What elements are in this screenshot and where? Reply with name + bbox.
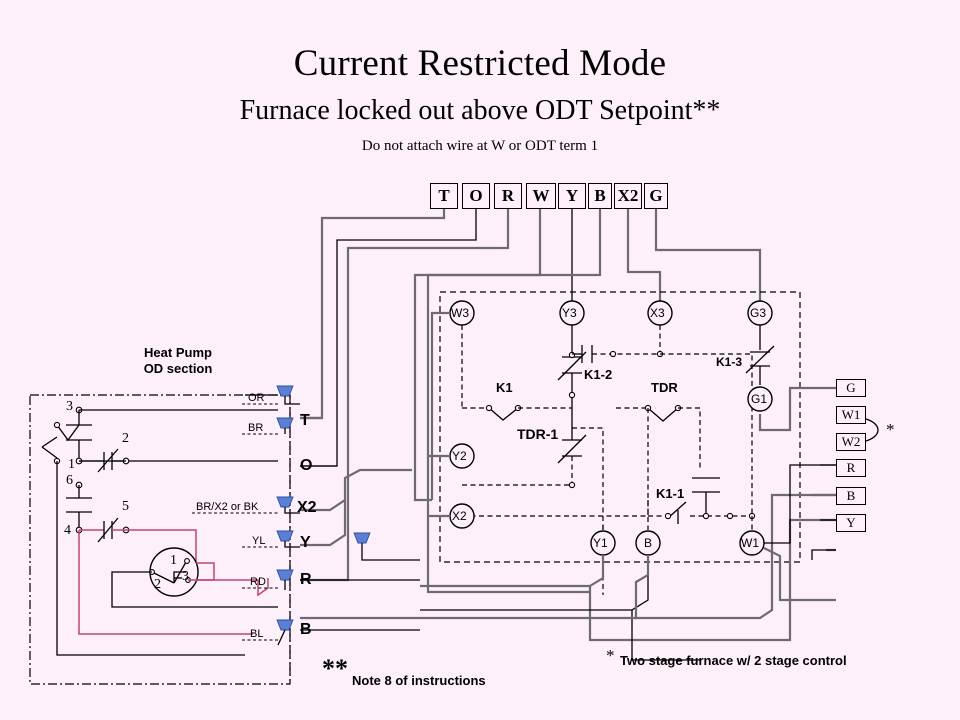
- hp-terminal-t[interactable]: T: [300, 412, 310, 429]
- furnace-terminal-b[interactable]: B: [836, 487, 866, 505]
- wire-label-or: OR: [248, 392, 265, 404]
- hp-terminal-y[interactable]: Y: [300, 534, 311, 551]
- board-terminal-y3[interactable]: Y3: [562, 306, 577, 320]
- thermostat-terminal-o[interactable]: O: [462, 183, 490, 209]
- board-terminal-x2[interactable]: X2: [452, 509, 467, 523]
- plug-pin-2: 2: [154, 577, 161, 592]
- board-terminal-w1[interactable]: W1: [741, 536, 759, 550]
- furnace-terminal-w2[interactable]: W2: [836, 433, 866, 451]
- relay-label-k1-3: K1-3: [716, 355, 743, 369]
- board-terminal-g1[interactable]: G1: [751, 392, 768, 406]
- relay-label-tdr: TDR: [651, 380, 678, 395]
- page-subtitle: Furnace locked out above ODT Setpoint**: [239, 95, 721, 126]
- wire-label-br: BR: [248, 422, 264, 434]
- wire-label-br-x2-or-bk: BR/X2 or BK: [196, 501, 259, 513]
- thermostat-terminal-t[interactable]: T: [430, 183, 458, 209]
- wire-label-yl: YL: [252, 535, 266, 547]
- thermostat-terminal-r[interactable]: R: [494, 183, 522, 209]
- furnace-terminal-y[interactable]: Y: [836, 514, 866, 532]
- furnace-jumper-star-marker: *: [886, 420, 895, 439]
- furnace-terminal-g[interactable]: G: [836, 379, 866, 397]
- relay-label-k1-2: K1-2: [584, 367, 613, 382]
- plug-pin-3: 3: [182, 569, 189, 584]
- hp-contact-number-5: 5: [122, 499, 129, 514]
- thermostat-terminal-x2[interactable]: X2: [614, 183, 642, 209]
- plug-pin-1: 1: [170, 553, 177, 568]
- hp-terminal-o[interactable]: O: [300, 457, 313, 474]
- heat-pump-section-label-line2: OD section: [143, 361, 213, 376]
- relay-label-k1-1: K1-1: [656, 486, 685, 501]
- board-terminal-b[interactable]: B: [644, 536, 653, 550]
- hp-contact-number-6: 6: [66, 473, 73, 488]
- hp-contact-number-2: 2: [122, 431, 129, 446]
- board-terminal-x3[interactable]: X3: [650, 306, 665, 320]
- hp-terminal-r[interactable]: R: [300, 571, 312, 588]
- hp-contact-number-4: 4: [64, 523, 71, 538]
- furnace-terminal-r[interactable]: R: [836, 459, 866, 477]
- board-terminal-w3[interactable]: W3: [451, 306, 469, 320]
- wire-label-bl: BL: [250, 628, 264, 640]
- board-terminal-g3[interactable]: G3: [750, 306, 767, 320]
- board-terminal-y1[interactable]: Y1: [593, 536, 608, 550]
- footnote-double-star-symbol: **: [322, 654, 348, 683]
- thermostat-terminal-g[interactable]: G: [644, 183, 668, 209]
- footnote-single-star-symbol: *: [606, 646, 615, 665]
- heat-pump-section-label-line1: Heat Pump: [144, 345, 212, 360]
- hp-contact-number-3: 3: [66, 399, 73, 414]
- hp-terminal-b[interactable]: B: [300, 621, 312, 638]
- page-note: Do not attach wire at W or ODT term 1: [361, 138, 599, 154]
- hp-terminal-x2[interactable]: X2: [297, 499, 317, 516]
- board-terminal-y2[interactable]: Y2: [452, 449, 467, 463]
- footnote-double-star-text: Note 8 of instructions: [352, 673, 486, 688]
- hp-contact-number-1: 1: [68, 457, 75, 472]
- thermostat-terminal-w[interactable]: W: [526, 183, 556, 209]
- page-title: Current Restricted Mode: [293, 43, 667, 84]
- wire-label-rd: RD: [250, 576, 266, 588]
- relay-label-tdr-1: TDR-1: [517, 426, 559, 442]
- relay-label-k1: K1: [496, 380, 513, 395]
- thermostat-terminal-y[interactable]: Y: [558, 183, 586, 209]
- thermostat-terminal-b[interactable]: B: [588, 183, 612, 209]
- footnote-single-star-text: Two stage furnace w/ 2 stage control: [620, 653, 847, 668]
- furnace-terminal-w1[interactable]: W1: [836, 406, 866, 424]
